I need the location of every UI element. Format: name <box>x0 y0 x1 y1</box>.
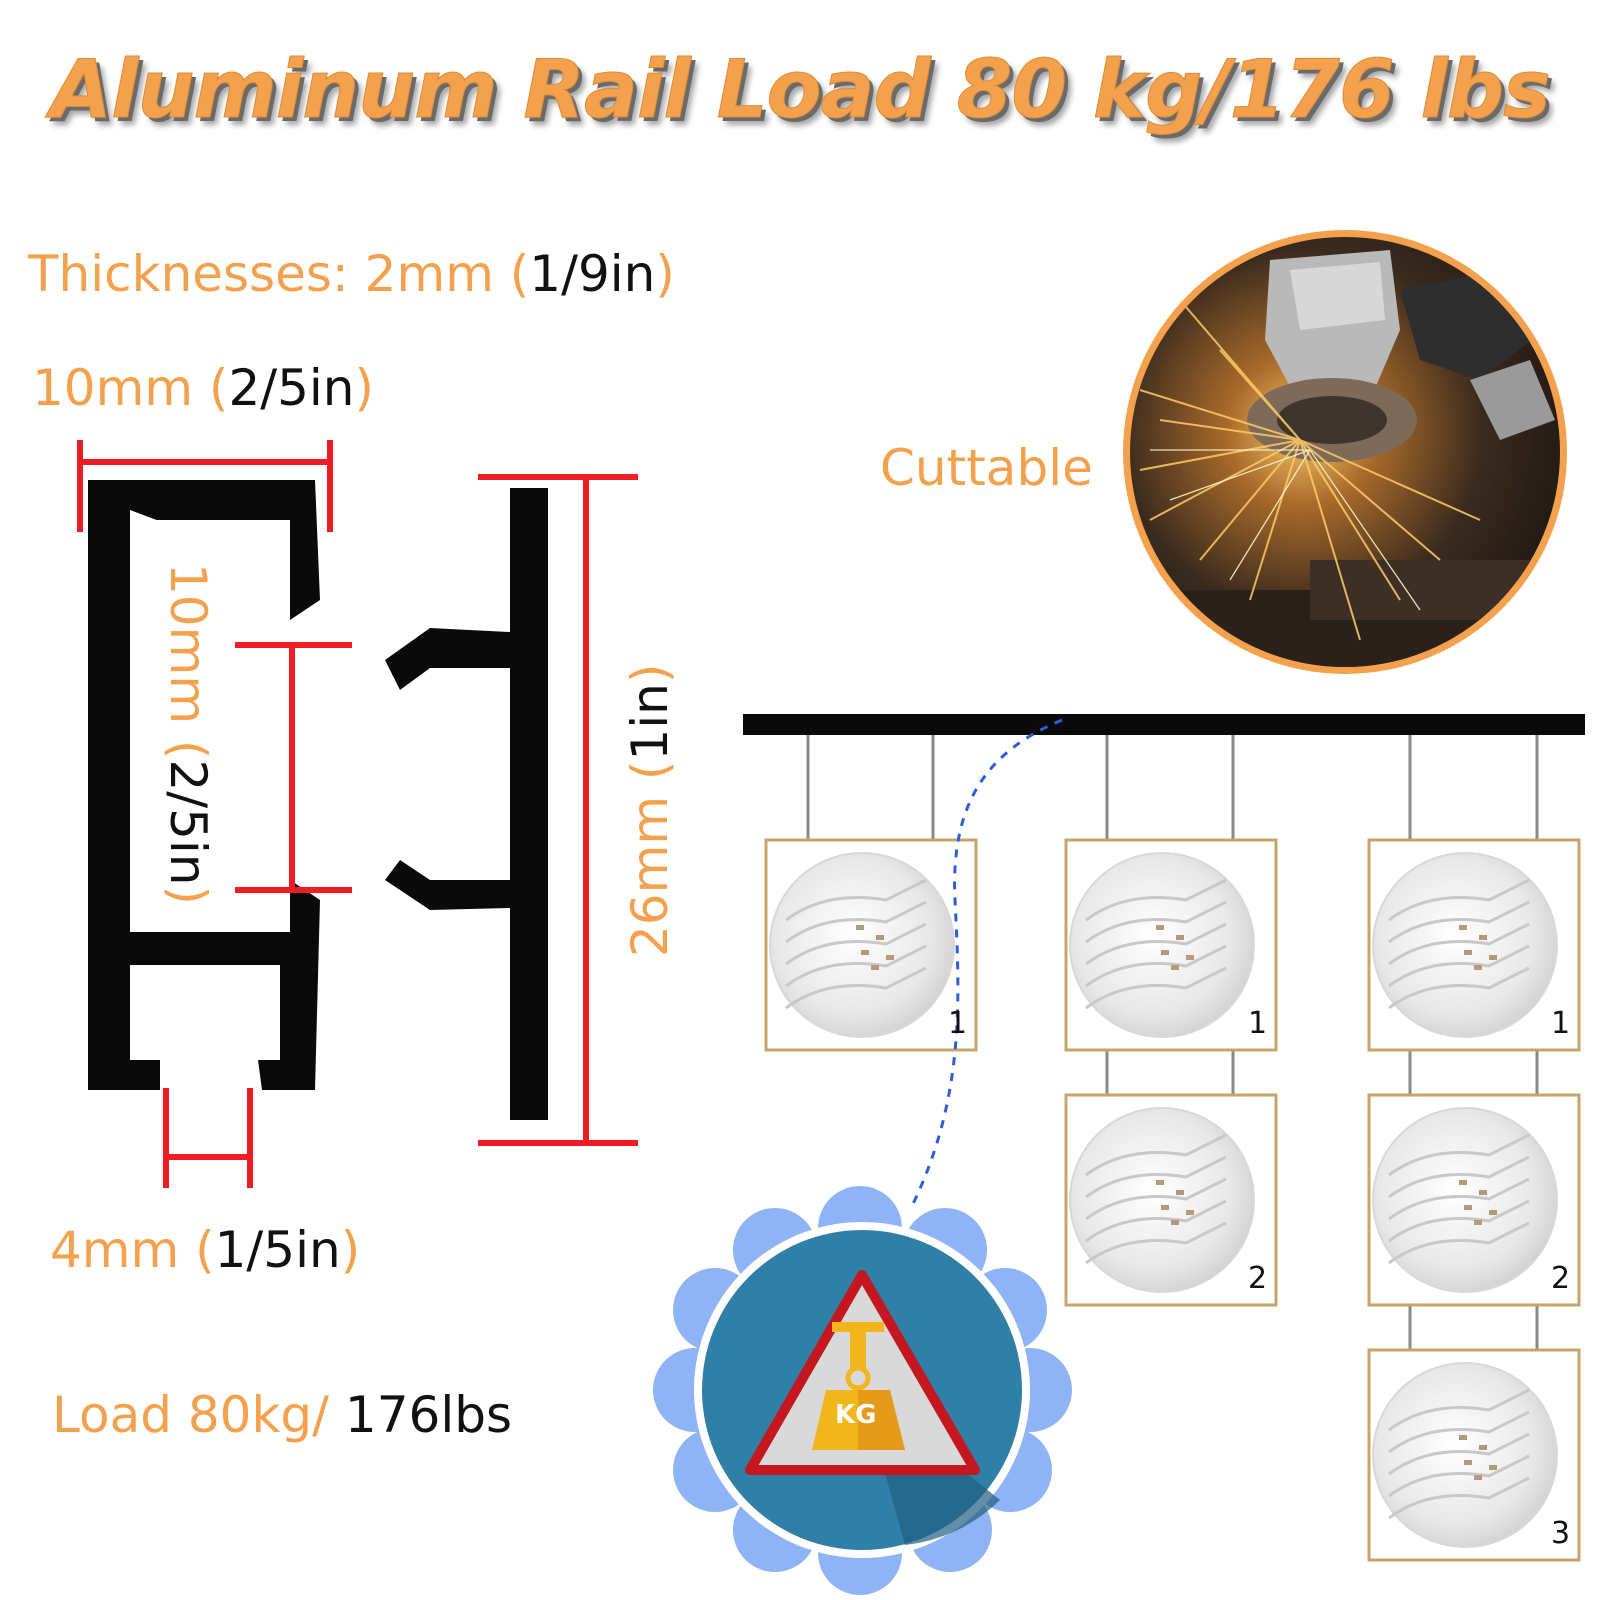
hanger-upper-hook <box>385 628 510 690</box>
hanger-stem-shape <box>510 488 548 1120</box>
dimension-lines <box>77 440 638 1188</box>
width-spec: 10mm (2/5in) <box>32 359 375 417</box>
weight-warning-icon <box>653 1186 1072 1595</box>
frame-number: 1 <box>1551 1006 1571 1041</box>
total-height-spec: 26mm (1in) <box>621 663 679 957</box>
rail-profile <box>88 480 548 1120</box>
picture-frame <box>1367 1093 1581 1307</box>
dashed-connector <box>908 718 1063 1211</box>
angle-grinder-photo <box>1123 230 1567 674</box>
picture-frame <box>1064 1093 1278 1307</box>
framed-photo <box>1069 1107 1255 1293</box>
framed-photo <box>769 852 955 1038</box>
picture-frame <box>1367 1348 1581 1562</box>
c-channel-shape <box>88 480 320 1090</box>
page-title: Aluminum Rail Load 80 kg/176 lbs <box>50 43 1552 137</box>
frame-number: 2 <box>1248 1261 1268 1296</box>
frame-number: 1 <box>948 1006 968 1041</box>
frame-number: 2 <box>1551 1261 1571 1296</box>
cuttable-label: Cuttable <box>880 439 1093 497</box>
hanging-wires <box>806 735 1539 1350</box>
framed-photo <box>1372 1107 1558 1293</box>
inner-height-spec: 10mm (2/5in) <box>159 563 217 906</box>
picture-frame <box>1367 838 1581 1052</box>
picture-frame <box>1064 838 1278 1052</box>
thickness-spec: Thicknesses: 2mm (1/9in) <box>28 245 675 303</box>
picture-frame <box>764 838 978 1052</box>
frame-number: 3 <box>1551 1516 1571 1551</box>
framed-photo <box>1069 852 1255 1038</box>
framed-photo <box>1372 1362 1558 1548</box>
framed-photo <box>1372 852 1558 1038</box>
badge-kg-text: KG <box>835 1400 877 1430</box>
ceiling-rail <box>743 714 1585 735</box>
hanger-lower-hook <box>385 860 510 910</box>
picture-frames <box>764 838 1581 1562</box>
frame-number: 1 <box>1248 1006 1268 1041</box>
load-spec: Load 80kg/ 176lbs <box>52 1386 513 1444</box>
slot-width-spec: 4mm (1/5in) <box>50 1221 361 1279</box>
